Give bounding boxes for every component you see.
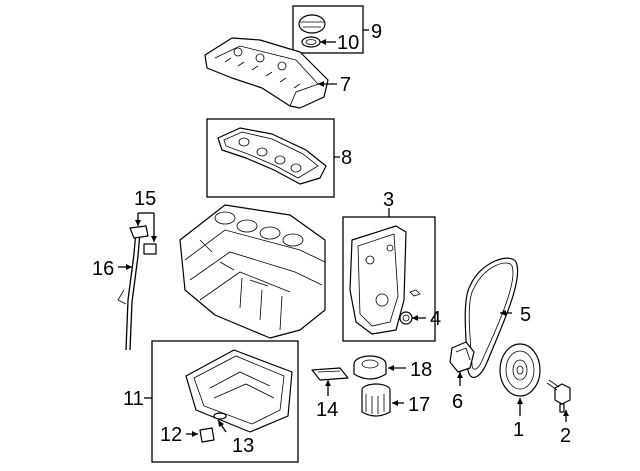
crankshaft-bolt xyxy=(546,379,571,422)
crankshaft-seal xyxy=(399,311,413,325)
oil-cap-gasket xyxy=(301,36,321,48)
timing-cover-group xyxy=(342,210,436,342)
oil-filler-cap-group xyxy=(292,5,369,54)
valve-cover xyxy=(204,37,337,109)
crankshaft-pulley xyxy=(499,343,541,416)
callout-12: 12 xyxy=(160,424,182,446)
gasket-box xyxy=(206,118,335,198)
oil-pan-box xyxy=(151,340,299,463)
oil-filter-adapter xyxy=(353,355,406,380)
callout-13: 13 xyxy=(232,435,254,457)
callout-1: 1 xyxy=(513,419,524,441)
callout-6: 6 xyxy=(452,391,463,413)
oil-pan-group xyxy=(144,340,299,463)
oil-filter xyxy=(361,383,404,417)
callout-7: 7 xyxy=(340,74,351,96)
callout-10: 10 xyxy=(337,32,359,54)
drain-plug xyxy=(199,427,215,443)
mount-bracket xyxy=(449,341,475,386)
callout-5: 5 xyxy=(520,304,531,326)
baffle-plate xyxy=(311,367,349,396)
oil-filler-cap xyxy=(298,14,326,34)
callout-8: 8 xyxy=(341,147,352,169)
callout-9: 9 xyxy=(371,21,382,43)
callout-11: 11 xyxy=(123,388,144,410)
timing-belt xyxy=(464,257,519,378)
oil-dipstick xyxy=(117,212,157,351)
callout-14: 14 xyxy=(316,399,338,421)
callout-2: 2 xyxy=(560,425,571,447)
callout-15: 15 xyxy=(134,188,156,210)
engine-block xyxy=(179,204,326,339)
callout-17: 17 xyxy=(408,394,430,416)
callout-18: 18 xyxy=(410,359,432,381)
callout-3: 3 xyxy=(383,189,394,211)
callout-16: 16 xyxy=(92,258,114,280)
drain-gasket xyxy=(213,412,227,420)
valve-cover-gasket-group xyxy=(206,118,340,198)
callout-4: 4 xyxy=(430,308,441,330)
